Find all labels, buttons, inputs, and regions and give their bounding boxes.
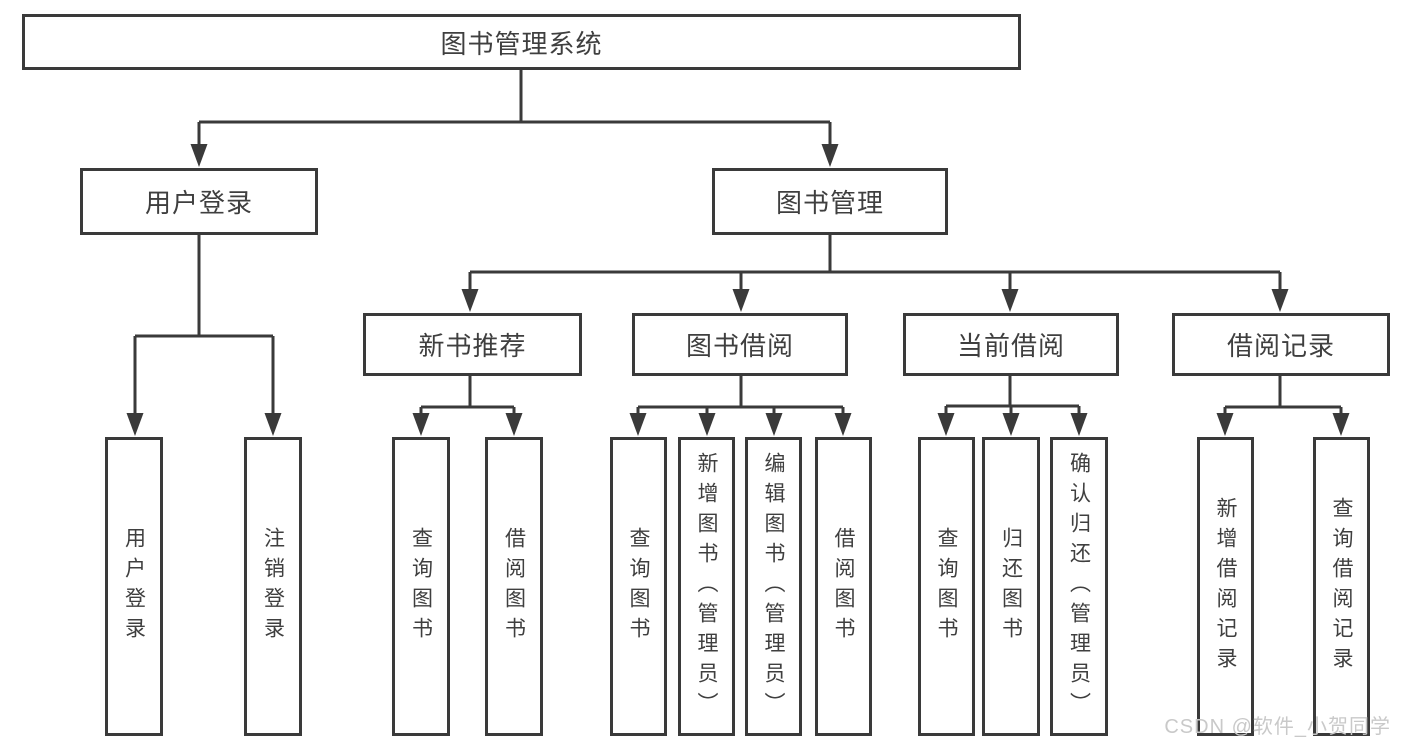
node-edit-book-admin: 编辑图书（管理员） [745,437,802,736]
node-return-books-label: 归还图书 [999,526,1023,647]
node-borrowing-records: 借阅记录 [1172,313,1390,376]
node-borrowing-borrow-books-label: 借阅图书 [832,526,855,647]
node-leaf-user-login: 用户登录 [105,437,163,736]
node-book-management: 图书管理 [712,168,948,235]
node-book-borrowing: 图书借阅 [632,313,848,376]
node-query-borrow-record-label: 查询借阅记录 [1330,496,1353,677]
node-return-books: 归还图书 [982,437,1040,736]
node-borrowing-query-books: 查询图书 [610,437,667,736]
node-book-management-label: 图书管理 [775,188,884,218]
node-current-query-books-label: 查询图书 [935,526,958,647]
node-newrec-borrow-books: 借阅图书 [485,437,543,736]
node-leaf-logout: 注销登录 [244,437,302,736]
node-newrec-borrow-books-label: 借阅图书 [502,526,526,647]
node-add-borrow-record: 新增借阅记录 [1197,437,1254,736]
node-new-book-recommendation: 新书推荐 [363,313,582,376]
node-borrowing-borrow-books: 借阅图书 [815,437,872,736]
node-leaf-user-login-label: 用户登录 [122,526,146,647]
node-newrec-query-books-label: 查询图书 [409,526,433,647]
node-library-management-system: 图书管理系统 [22,14,1021,70]
node-add-book-admin-label: 新增图书（管理员） [695,451,718,722]
node-add-borrow-record-label: 新增借阅记录 [1214,496,1237,677]
node-newrec-query-books: 查询图书 [392,437,450,736]
node-borrowing-query-books-label: 查询图书 [627,526,650,647]
node-query-borrow-record: 查询借阅记录 [1313,437,1370,736]
node-borrowing-records-label: 借阅记录 [1226,331,1335,361]
node-library-management-system-label: 图书管理系统 [440,28,603,59]
node-book-borrowing-label: 图书借阅 [685,331,794,361]
node-user-login: 用户登录 [80,168,318,235]
node-current-borrowing: 当前借阅 [903,313,1119,376]
node-confirm-return-admin-label: 确认归还（管理员） [1067,451,1091,722]
node-user-login-label: 用户登录 [144,188,253,218]
node-leaf-logout-label: 注销登录 [261,526,285,647]
node-current-query-books: 查询图书 [918,437,975,736]
node-current-borrowing-label: 当前借阅 [956,331,1065,361]
csdn-watermark: CSDN @软件_小贺同学 [1164,716,1391,738]
arrowheads [126,144,1350,436]
node-confirm-return-admin: 确认归还（管理员） [1050,437,1108,736]
node-add-book-admin: 新增图书（管理员） [678,437,735,736]
node-new-book-recommendation-label: 新书推荐 [418,331,527,361]
node-edit-book-admin-label: 编辑图书（管理员） [762,451,785,722]
